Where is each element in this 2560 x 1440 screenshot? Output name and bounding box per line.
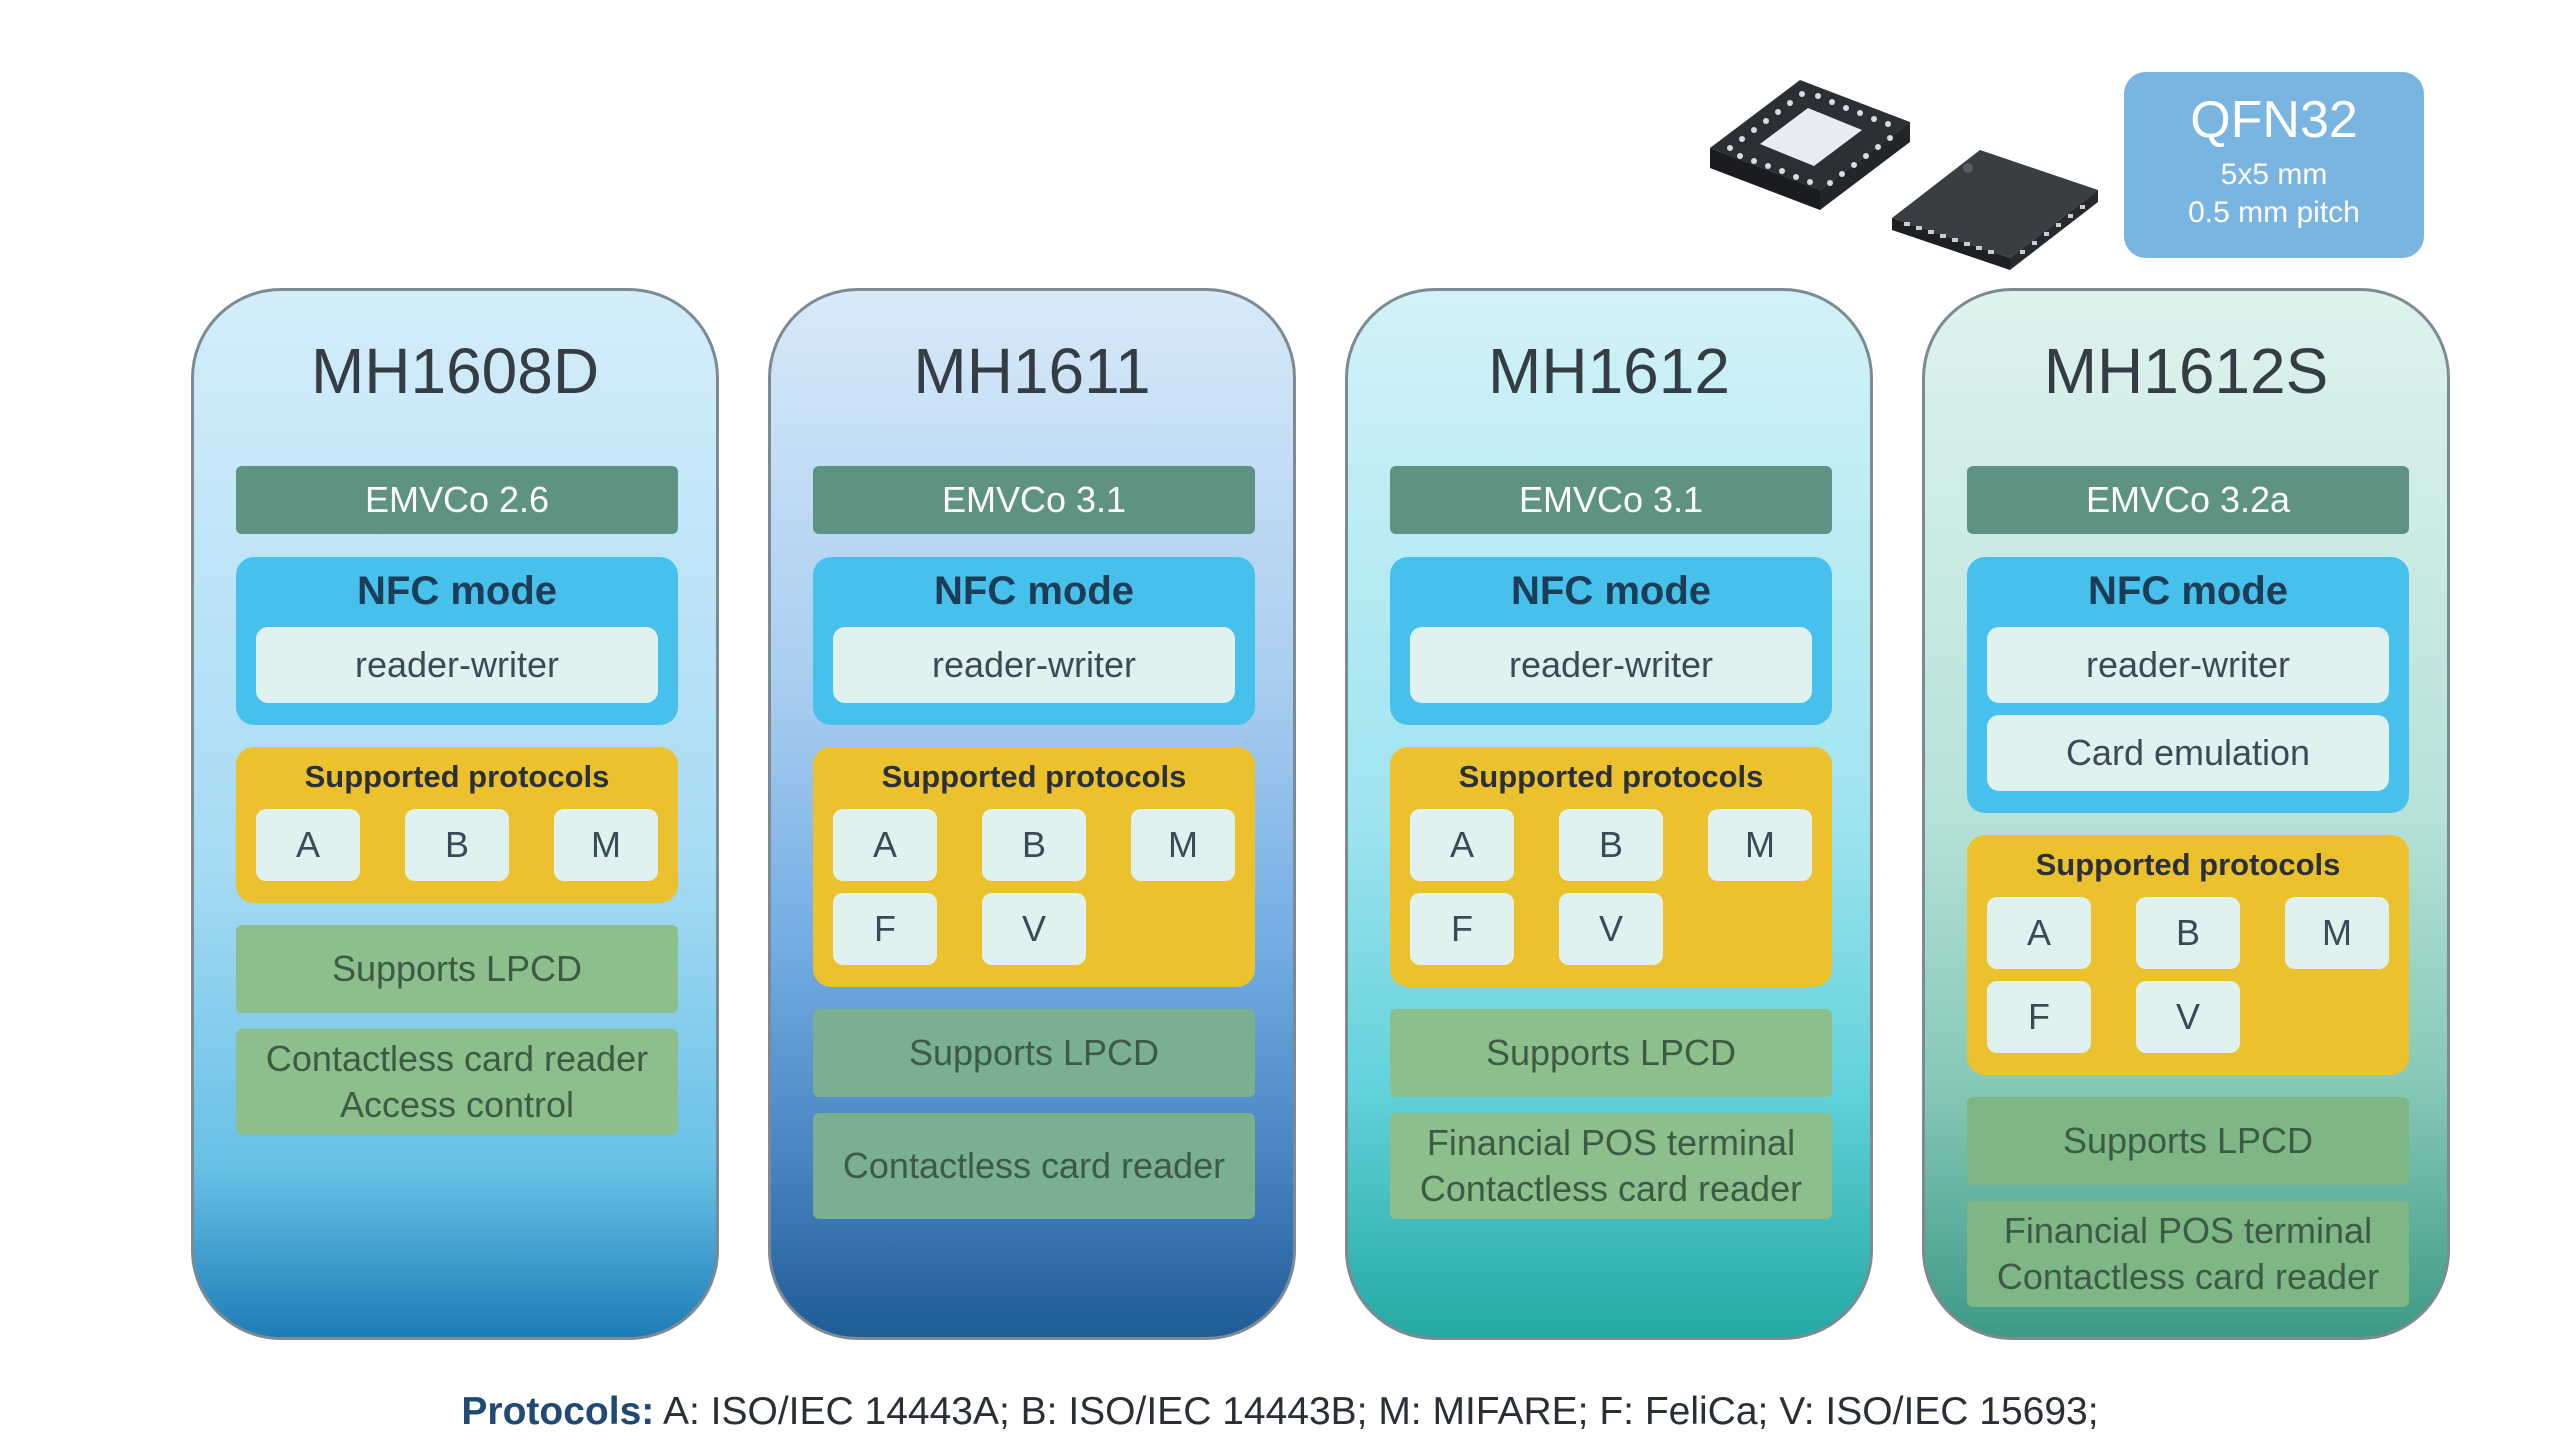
supported-protocols-title: Supported protocols	[881, 759, 1187, 794]
protocol-chip: V	[1559, 893, 1663, 965]
package-size: 5x5 mm	[2220, 158, 2328, 191]
product-name: MH1611	[913, 335, 1151, 407]
supported-protocols-title: Supported protocols	[2035, 847, 2341, 882]
protocol-chip: B	[1559, 809, 1663, 881]
protocols-legend: Protocols: A: ISO/IEC 14443A; B: ISO/IEC…	[0, 1392, 2560, 1431]
nfc-mode-title: NFC mode	[934, 569, 1134, 613]
nfc-mode-box: NFC mode reader-writer	[1390, 557, 1832, 725]
emvco-badge: EMVCo 3.1	[813, 466, 1255, 534]
protocol-chip: A	[1987, 897, 2091, 969]
emvco-badge: EMVCo 3.1	[1390, 466, 1832, 534]
nfc-mode-item: reader-writer	[1987, 627, 2389, 703]
protocol-chip: V	[2136, 981, 2240, 1053]
application-box: Contactless card reader	[813, 1113, 1255, 1219]
protocol-chip: B	[982, 809, 1086, 881]
product-name: MH1608D	[310, 335, 600, 407]
application-line: Contactless card reader	[842, 1145, 1226, 1186]
application-line: Financial POS terminal	[1426, 1122, 1796, 1163]
qfn32-chip-illustration	[1710, 80, 2098, 270]
product-name: MH1612	[1488, 335, 1730, 407]
nfc-mode-box: NFC mode reader-writer	[236, 557, 678, 725]
lpcd-badge: Supports LPCD	[1967, 1097, 2409, 1185]
legend-text: A: ISO/IEC 14443A; B: ISO/IEC 14443B; M:…	[662, 1390, 2099, 1433]
nfc-mode-title: NFC mode	[2088, 569, 2288, 613]
protocol-chip: M	[2285, 897, 2389, 969]
product-name: MH1612S	[2043, 335, 2329, 407]
nfc-mode-item: reader-writer	[1410, 627, 1812, 703]
protocol-chip: A	[1410, 809, 1514, 881]
application-line: Financial POS terminal	[2003, 1210, 2373, 1251]
protocol-chip: A	[833, 809, 937, 881]
protocol-chip: A	[256, 809, 360, 881]
protocol-chip: F	[1410, 893, 1514, 965]
chip-package-view-icon	[1892, 150, 2098, 270]
lpcd-badge: Supports LPCD	[236, 925, 678, 1013]
package-pitch: 0.5 mm pitch	[2188, 195, 2360, 229]
nfc-mode-box: NFC mode reader-writer	[813, 557, 1255, 725]
nfc-mode-title: NFC mode	[357, 569, 557, 613]
legend-label: Protocols:	[461, 1390, 655, 1433]
application-line: Contactless card reader	[1419, 1168, 1803, 1209]
supported-protocols-title: Supported protocols	[304, 759, 610, 794]
lpcd-badge: Supports LPCD	[813, 1009, 1255, 1097]
protocol-chip: B	[405, 809, 509, 881]
emvco-badge: EMVCo 2.6	[236, 466, 678, 534]
application-line: Contactless card reader	[265, 1038, 649, 1079]
protocol-chip: F	[1987, 981, 2091, 1053]
nfc-mode-item: reader-writer	[833, 627, 1235, 703]
lpcd-badge: Supports LPCD	[1390, 1009, 1832, 1097]
nfc-mode-title: NFC mode	[1511, 569, 1711, 613]
package-name: QFN32	[2190, 91, 2358, 149]
nfc-mode-item: reader-writer	[256, 627, 658, 703]
protocol-chip: M	[1131, 809, 1235, 881]
application-line: Access control	[339, 1084, 575, 1125]
chip-top-view-icon	[1710, 80, 1910, 210]
protocol-chip: F	[833, 893, 937, 965]
nfc-mode-item: Card emulation	[1987, 715, 2389, 791]
supported-protocols-title: Supported protocols	[1458, 759, 1764, 794]
protocol-chip: V	[982, 893, 1086, 965]
application-line: Contactless card reader	[1996, 1256, 2380, 1297]
protocol-chip: M	[554, 809, 658, 881]
protocol-chip: M	[1708, 809, 1812, 881]
emvco-badge: EMVCo 3.2a	[1967, 466, 2409, 534]
protocol-chip: B	[2136, 897, 2240, 969]
package-badge: QFN32 5x5 mm 0.5 mm pitch	[2124, 72, 2424, 258]
